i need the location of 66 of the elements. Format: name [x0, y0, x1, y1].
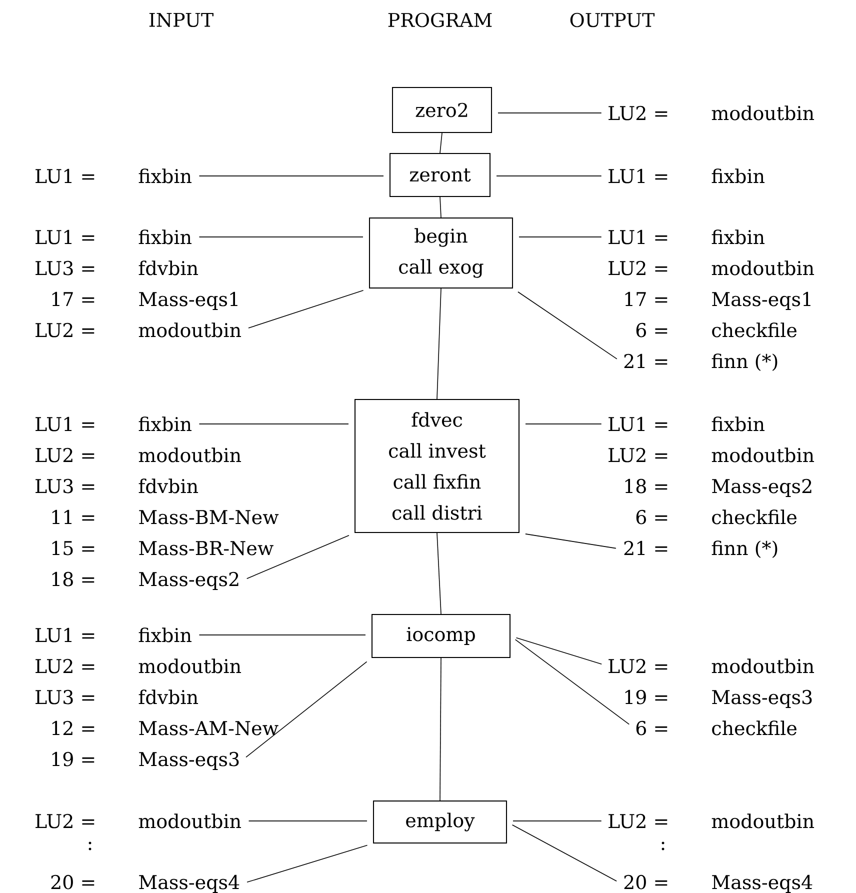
- unit-assignment: LU3 = fdvbin: [36, 260, 198, 276]
- program-box: zeront: [390, 153, 490, 197]
- unit-assignment: LU1 = fixbin: [36, 230, 192, 244]
- unit-assignment: LU2 = modoutbin: [608, 814, 814, 828]
- unit-assignment: LU2 = modoutbin: [36, 814, 242, 828]
- unit-assignment: 19 = Mass-eqs3: [625, 690, 812, 708]
- unit-assignment: LU3 = fdvbin: [36, 690, 198, 704]
- program-box: employ: [373, 800, 507, 844]
- unit-assignment: 20 = Mass-eqs4: [51, 874, 240, 893]
- connector-line: [436, 288, 442, 400]
- unit-assignment: 11 = Mass-BM-New: [52, 510, 279, 524]
- unit-assignment: 17 = Mass-eqs1: [52, 292, 238, 310]
- connector-line: [525, 534, 616, 549]
- unit-assignment: LU2 = modoutbin: [608, 106, 814, 120]
- unit-assignment: LU1 = fixbin: [608, 416, 764, 432]
- unit-assignment: 19 = Mass-eqs3: [52, 752, 239, 770]
- connector-line: [246, 844, 368, 883]
- unit-assignment: 12 = Mass-AM-New: [52, 720, 278, 736]
- column-heading: PROGRAM: [388, 12, 492, 28]
- unit-assignment: LU2 = modoutbin: [36, 448, 242, 462]
- unit-assignment: 6 = checkfile: [636, 322, 796, 338]
- connector-line: [248, 290, 364, 328]
- connector-line: [436, 532, 442, 614]
- connector-line: [514, 639, 630, 725]
- unit-assignment: 6 = checkfile: [636, 510, 796, 524]
- unit-assignment: LU1 = fixbin: [608, 168, 764, 184]
- unit-assignment: 20 = Mass-eqs4: [624, 874, 812, 893]
- connector-line: [440, 658, 442, 801]
- ellipsis: :: [662, 842, 664, 850]
- ellipsis: :: [88, 842, 92, 850]
- unit-assignment: LU3 = fdvbin: [36, 478, 198, 494]
- connector-line: [246, 534, 350, 579]
- unit-assignment: LU2 = modoutbin: [608, 448, 814, 462]
- connector-line: [440, 196, 442, 218]
- connector-line: [518, 236, 602, 238]
- unit-assignment: 21 = finn (*): [624, 540, 778, 558]
- unit-assignment: LU1 = fixbin: [36, 416, 192, 432]
- connector-line: [440, 132, 442, 154]
- program-box: iocomp: [372, 614, 510, 658]
- unit-assignment: LU1 = fixbin: [608, 230, 764, 244]
- unit-assignment: LU2 = modoutbin: [36, 658, 242, 674]
- unit-assignment: LU1 = fixbin: [36, 168, 192, 184]
- connector-line: [198, 634, 366, 636]
- connector-line: [198, 236, 364, 238]
- connector-line: [246, 661, 368, 758]
- program-box: begin call exog: [369, 218, 513, 288]
- connector-line: [248, 820, 368, 822]
- unit-assignment: 18 = Mass-eqs2: [52, 572, 238, 590]
- unit-assignment: 15 = Mass-BR-New: [52, 540, 274, 556]
- program-box: fdvec call invest call fixfin call distri: [354, 399, 520, 533]
- connector-line: [512, 824, 617, 882]
- unit-assignment: LU2 = modoutbin: [36, 322, 242, 338]
- unit-assignment: LU2 = modoutbin: [608, 658, 814, 674]
- connector-line: [512, 820, 602, 822]
- unit-assignment: LU1 = fixbin: [36, 628, 192, 642]
- unit-assignment: 17 = Mass-eqs1: [625, 292, 810, 310]
- unit-assignment: LU2 = modoutbin: [608, 260, 814, 276]
- column-heading: INPUT: [149, 12, 214, 28]
- unit-assignment: 21 = finn (*): [624, 354, 778, 371]
- connector-line: [498, 112, 602, 114]
- program-box: zero2: [392, 87, 492, 133]
- column-heading: OUTPUT: [570, 12, 655, 28]
- unit-assignment: 6 = checkfile: [636, 720, 796, 736]
- connector-line: [516, 637, 602, 665]
- unit-assignment: 18 = Mass-eqs2: [625, 478, 812, 497]
- connector-line: [518, 291, 618, 360]
